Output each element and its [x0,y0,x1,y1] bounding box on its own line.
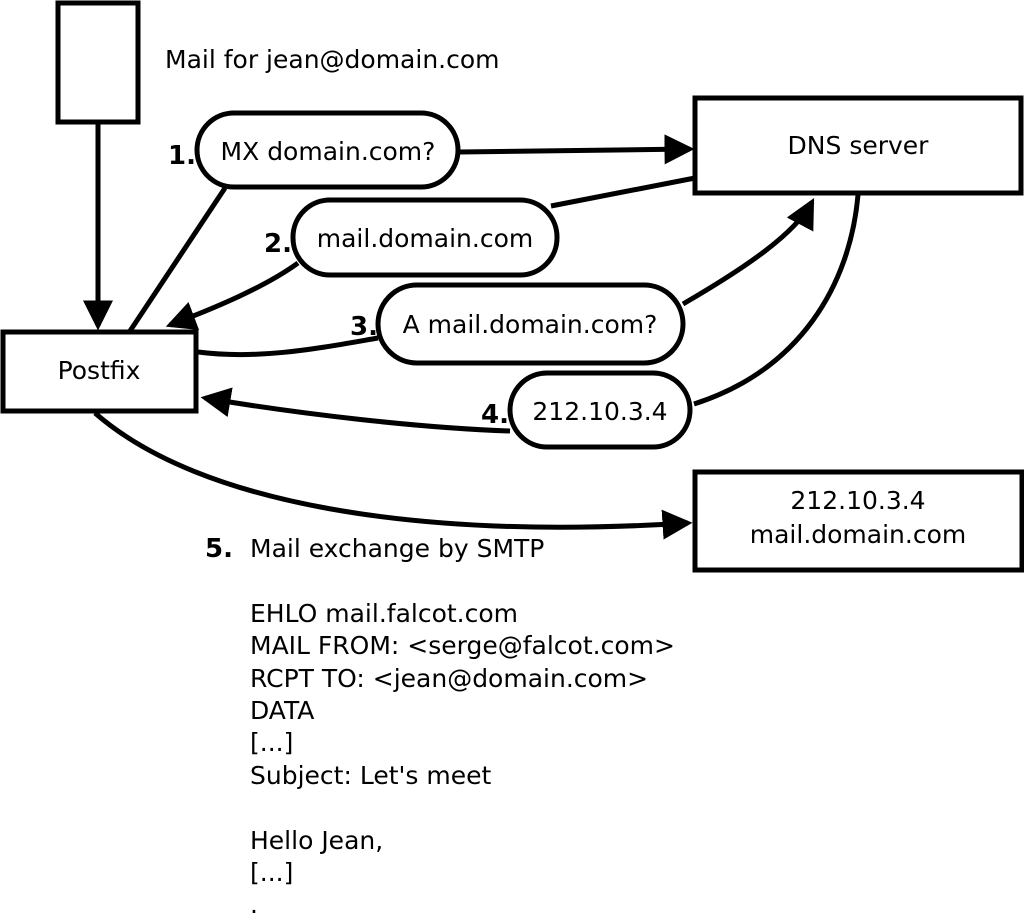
line-postfix-to-mx-bubble [127,186,228,333]
dns-server-label: DNS server [788,131,930,160]
arrow-ip-bubble-to-postfix [200,387,511,434]
step-4-bubble [507,370,693,450]
smtp-line: Hello Jean, [250,826,383,855]
line-postfix-to-a-bubble [197,335,379,358]
step-2-number: 2. [264,229,292,259]
step-3-number: 3. [350,312,378,342]
dns-server-box [692,95,1024,196]
postfix-box [0,329,199,414]
smtp-line: EHLO mail.falcot.com [250,599,518,628]
smtp-line: [...] [250,728,293,757]
smtp-line: Subject: Let's meet [250,761,491,790]
smtp-line: [...] [250,858,293,887]
step-1-label: MX domain.com? [221,137,436,166]
step-3-bubble [375,282,686,366]
smtp-line: MAIL FROM: <serge@falcot.com> [250,631,675,660]
smtp-line: . [250,890,258,919]
arrow-reply-bubble-to-postfix [165,260,300,331]
step-4-number: 4. [481,400,509,430]
step-2-label: mail.domain.com [317,224,533,253]
mail-server-hostname: mail.domain.com [750,520,966,549]
smtp-line: DATA [250,696,314,725]
step-5-label: Mail exchange by SMTP [250,534,544,563]
step-2-bubble [290,197,560,278]
arrow-a-bubble-to-dns [681,198,815,307]
arrow-postfix-to-mail-server [93,411,693,540]
mail-message-icon [55,0,141,125]
step-4-label: 212.10.3.4 [532,397,667,426]
postfix-label: Postfix [58,356,141,385]
line-dns-to-reply-bubble [550,175,696,209]
smtp-line: RCPT TO: <jean@domain.com> [250,664,648,693]
arrow-mx-bubble-to-dns [459,134,695,165]
smtp-session-block: EHLO mail.falcot.com MAIL FROM: <serge@f… [250,599,675,919]
mail-server-box [692,469,1024,573]
step-5-number: 5. [205,534,233,564]
line-dns-to-ip-bubble [693,194,861,407]
step-1-bubble [194,110,461,190]
step-3-label: A mail.domain.com? [403,310,658,339]
mail-server-ip: 212.10.3.4 [790,486,925,515]
step-1-number: 1. [168,141,196,171]
mail-note: Mail for jean@domain.com [165,45,500,74]
